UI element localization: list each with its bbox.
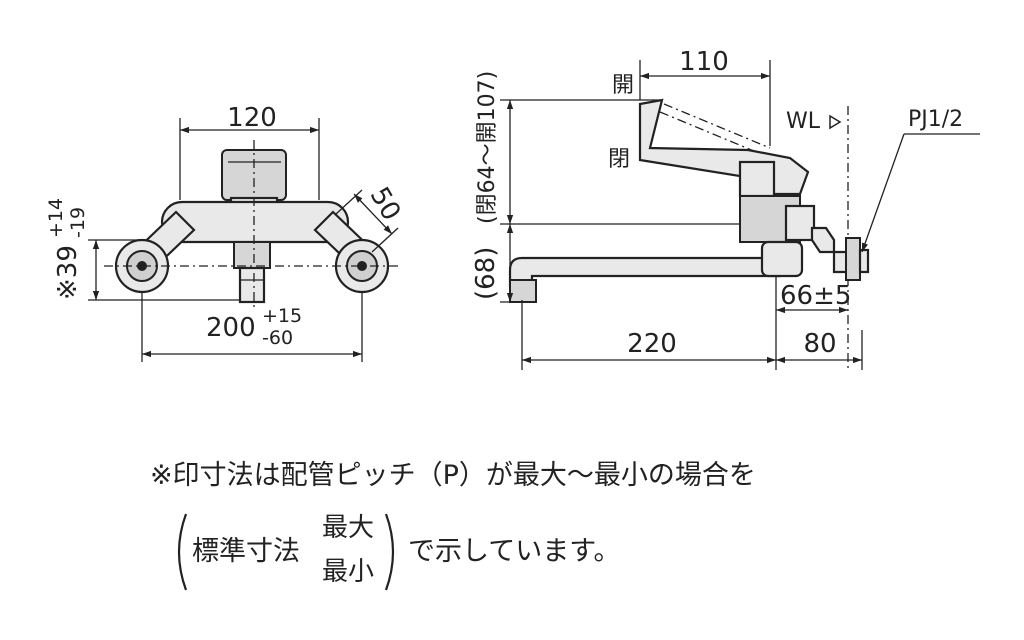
note-line2-suffix: で示しています。 <box>408 536 621 567</box>
wall-flange <box>845 237 861 281</box>
spout-joint <box>760 240 804 278</box>
center-outlet <box>238 266 266 304</box>
note-bracket-top: 最大 <box>322 513 374 543</box>
dim-39-minus: -19 <box>67 207 89 238</box>
dim-220: 220 <box>627 329 677 359</box>
lever-open <box>663 103 771 149</box>
dim-50: 50 <box>364 182 407 226</box>
dim-200-minus: -60 <box>262 327 293 349</box>
dim-66: 66±5 <box>780 281 851 311</box>
connector <box>784 204 816 242</box>
note-bracket-prefix: 標準寸法 <box>192 536 300 567</box>
label-open: 開 <box>612 73 634 98</box>
bracket-right <box>384 513 395 591</box>
center-outlet-nut <box>233 241 271 269</box>
dim-height-range: (閉64～開107) <box>475 71 500 224</box>
dim-200: 200 <box>206 313 256 343</box>
note-line1: ※印寸法は配管ピッチ（P）が最大～最小の場合を <box>150 460 756 491</box>
spout-tip <box>509 279 537 303</box>
dim-120: 120 <box>227 103 277 133</box>
note-bracket-bottom: 最小 <box>322 557 374 587</box>
notes: ※印寸法は配管ピッチ（P）が最大～最小の場合を 標準寸法 最大 最小 で示してい… <box>150 460 756 591</box>
side-view: 110 開 閉 WL PJ1/2 (閉64～開107) (68) 66±5 22… <box>471 47 980 370</box>
dim-200-plus: +15 <box>262 305 302 327</box>
dim-68: (68) <box>471 247 501 300</box>
front-view: 120 50 ※39 +14 -19 200 +15 -60 <box>45 103 406 362</box>
wl-triangle <box>829 114 842 130</box>
right-union <box>334 238 390 294</box>
dim-39: ※39 <box>53 245 83 300</box>
label-closed: 閉 <box>608 147 630 172</box>
bracket-left <box>177 513 188 591</box>
handle-column <box>738 160 776 198</box>
dim-39-plus: +14 <box>45 198 67 238</box>
dim-110: 110 <box>679 47 729 77</box>
label-wl: WL <box>786 109 821 134</box>
label-pj: PJ1/2 <box>908 107 963 132</box>
dim-80: 80 <box>803 329 836 359</box>
spout <box>508 256 782 288</box>
